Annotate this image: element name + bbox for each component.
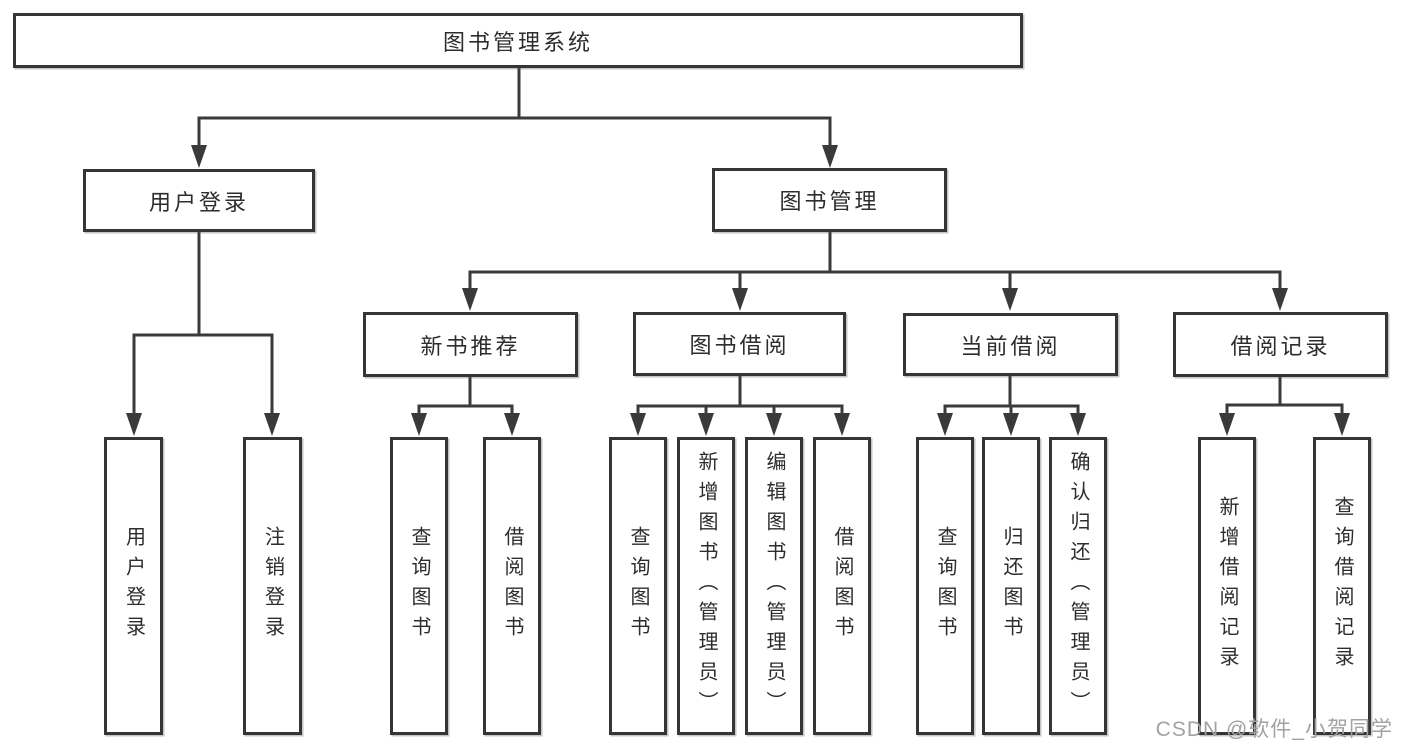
node-label: 归还图书 [1000,526,1022,646]
node-current-borrow: 当前借阅 [903,313,1118,376]
node-book-borrow: 图书借阅 [633,312,846,376]
node-label: 查询图书 [627,526,649,646]
node-label: 借阅记录 [1230,333,1331,359]
leaf-confirm-return-admin: 确认归还（管理员） [1049,437,1107,735]
leaf-edit-book-admin: 编辑图书（管理员） [745,437,803,735]
leaf-query-books-3: 查询图书 [916,437,974,735]
node-label: 确认归还（管理员） [1067,451,1089,721]
watermark-csdn: CSDN @软件_小贺同学 [1155,718,1393,741]
node-borrow-records: 借阅记录 [1173,312,1388,377]
node-label: 查询借阅记录 [1331,496,1353,676]
node-label: 图书管理系统 [442,29,593,55]
node-label: 编辑图书（管理员） [763,451,785,721]
leaf-borrow-books-1: 借阅图书 [483,437,541,735]
leaf-logout: 注销登录 [243,437,302,735]
leaf-add-book-admin: 新增图书（管理员） [677,437,735,735]
node-user-login: 用户登录 [83,169,315,232]
node-label: 用户登录 [122,526,145,646]
leaf-user-login: 用户登录 [104,437,163,735]
node-label: 注销登录 [261,526,284,646]
node-label: 借阅图书 [831,526,853,646]
leaf-add-borrow-record: 新增借阅记录 [1198,437,1256,735]
node-book-management: 图书管理 [712,168,947,232]
node-label: 新增借阅记录 [1216,496,1238,676]
node-label: 查询图书 [934,526,956,646]
node-label: 查询图书 [408,526,430,646]
node-label: 新增图书（管理员） [695,451,717,721]
leaf-query-books-2: 查询图书 [609,437,667,735]
leaf-query-books-1: 查询图书 [390,437,448,735]
node-label: 用户登录 [148,189,249,215]
node-new-book-recommend: 新书推荐 [363,312,578,377]
node-label: 借阅图书 [501,526,523,646]
leaf-query-borrow-record: 查询借阅记录 [1313,437,1371,735]
node-label: 图书借阅 [689,333,790,358]
node-label: 新书推荐 [420,333,521,359]
leaf-borrow-books-2: 借阅图书 [813,437,871,735]
node-library-management-system: 图书管理系统 [13,13,1023,68]
leaf-return-book: 归还图书 [982,437,1040,735]
node-label: 当前借阅 [960,333,1061,359]
node-label: 图书管理 [779,189,880,214]
